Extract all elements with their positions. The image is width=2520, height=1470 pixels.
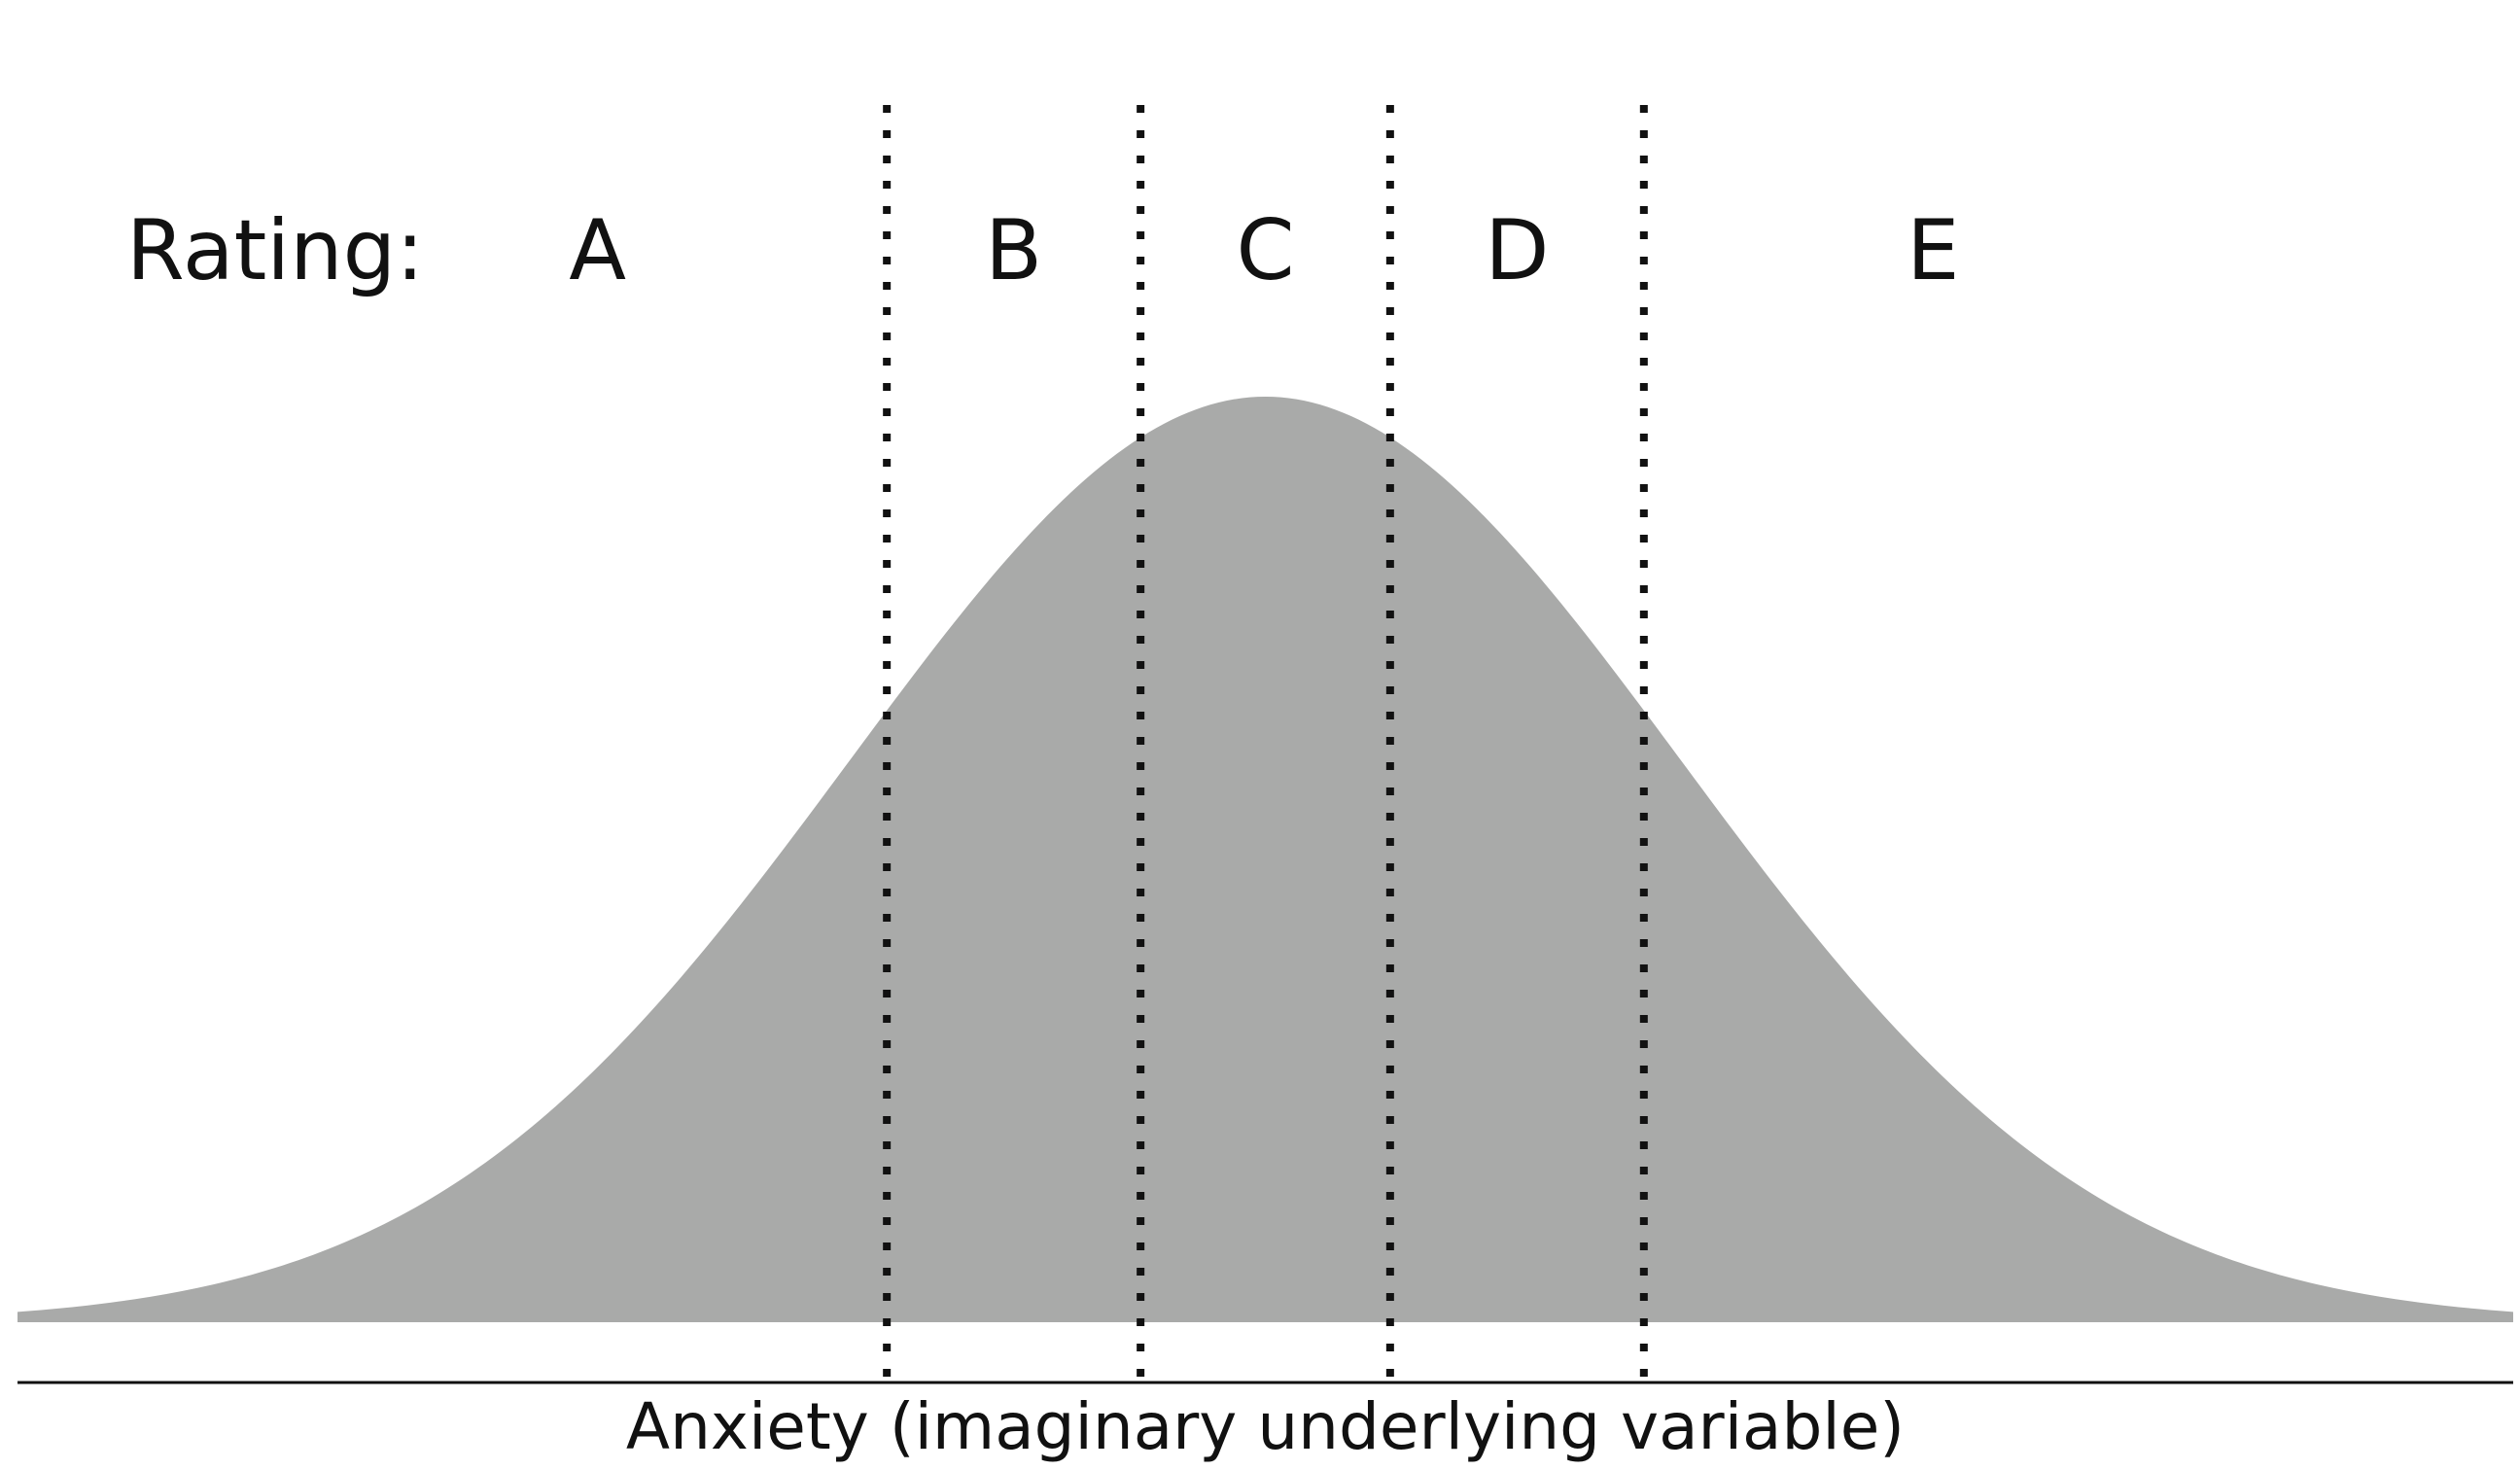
rating-category-label: E [1907, 202, 1959, 299]
rating-label: Rating: [126, 202, 424, 299]
rating-category-label: B [985, 202, 1042, 299]
rating-category-label: A [569, 202, 626, 299]
cutpoint-lines [883, 105, 1648, 1382]
density-area [18, 397, 2513, 1322]
category-labels: A B C D E [569, 202, 1959, 299]
x-axis-label: Anxiety (imaginary underlying variable) [626, 1389, 1905, 1464]
rating-category-label: D [1485, 202, 1549, 299]
rating-category-label: C [1236, 202, 1294, 299]
